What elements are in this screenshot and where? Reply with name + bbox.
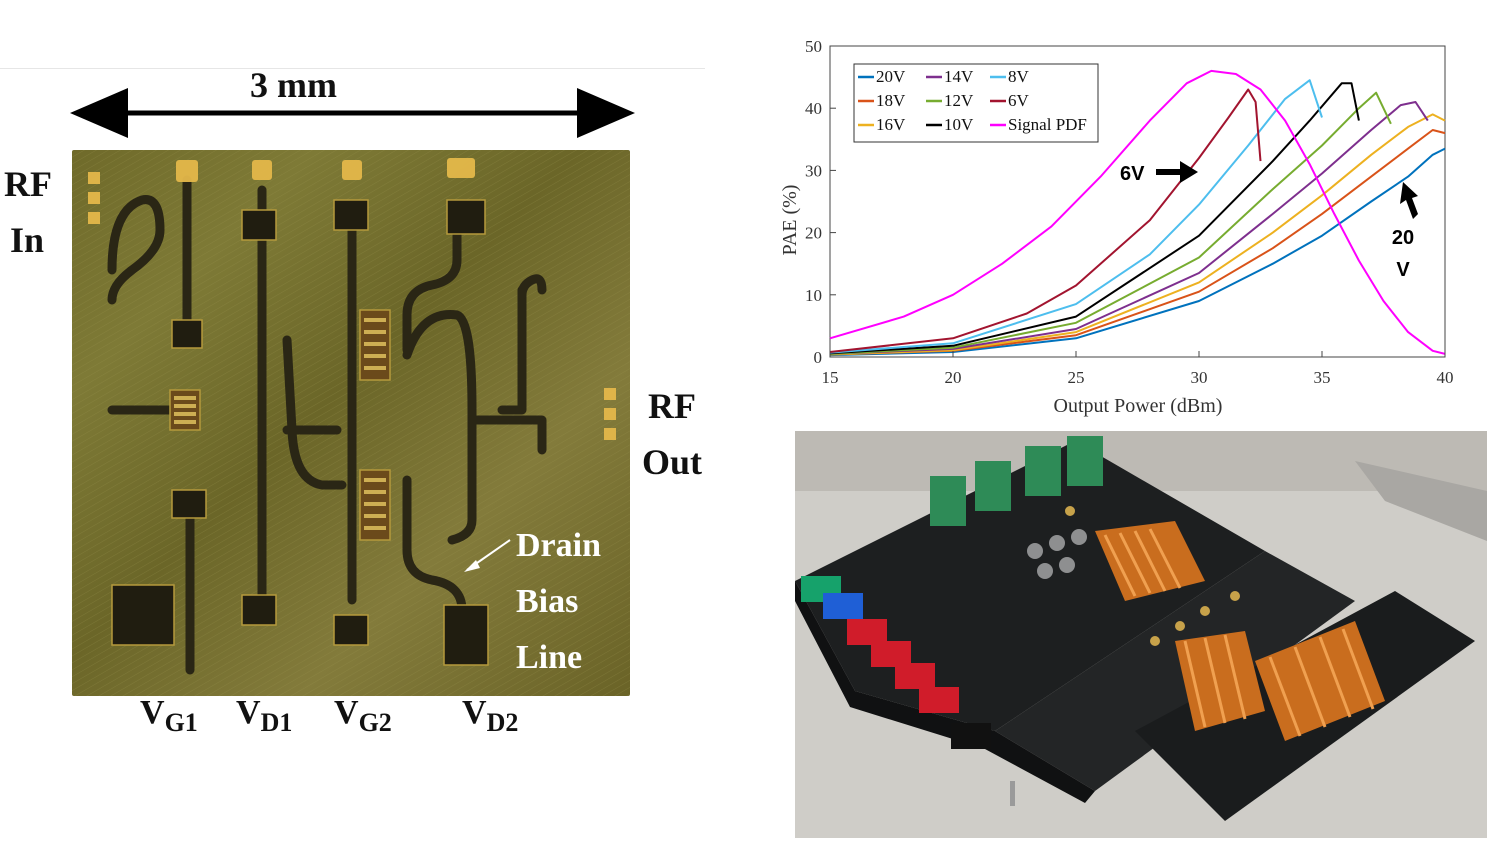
series-line-8v xyxy=(829,79,1323,354)
series-line-6v xyxy=(829,88,1262,353)
chart-series xyxy=(829,69,1446,357)
legend-label: 6V xyxy=(1008,91,1030,110)
series-line-16v xyxy=(829,113,1446,356)
x-tick-label: 20 xyxy=(945,368,962,387)
legend-label: 16V xyxy=(876,115,906,134)
y-tick-label: 0 xyxy=(814,348,823,367)
legend-label: Signal PDF xyxy=(1008,115,1087,134)
pin-label-vd1: VD1 xyxy=(236,694,293,737)
legend-label: 18V xyxy=(876,91,906,110)
x-axis-label: Output Power (dBm) xyxy=(1054,395,1223,417)
legend-label: 8V xyxy=(1008,67,1030,86)
legend-label: 14V xyxy=(944,67,974,86)
chart-axes xyxy=(829,45,1446,358)
pcb-photo xyxy=(795,431,1487,838)
annotation-6v: 6V xyxy=(1120,163,1145,185)
legend-label: 12V xyxy=(944,91,974,110)
x-tick-label: 35 xyxy=(1314,368,1331,387)
width-label: 3 mm xyxy=(250,65,337,105)
series-line-12v xyxy=(829,91,1392,355)
y-tick-label: 50 xyxy=(805,37,822,56)
die-micrograph-panel: 3 mm RF In RF Out xyxy=(0,0,720,846)
y-axis-label: PAE (%) xyxy=(779,185,801,256)
x-tick-label: 30 xyxy=(1191,368,1208,387)
series-line-signal-pdf xyxy=(829,69,1446,355)
x-tick-label: 40 xyxy=(1437,368,1454,387)
chart-annotations: 6V 20V xyxy=(1120,161,1418,281)
y-tick-label: 10 xyxy=(805,286,822,305)
drain-bias-line-label: Drain Bias Line xyxy=(516,527,601,676)
width-dimension-arrow xyxy=(70,88,635,138)
chart-legend: 20V 14V 8V 18V 12V 6V 16V 10V Signal PDF xyxy=(853,63,1099,143)
y-tick-label: 20 xyxy=(805,224,822,243)
annotation-20v: 20 xyxy=(1392,227,1414,249)
pin-label-vg2: VG2 xyxy=(334,694,392,737)
mmic-die-photo xyxy=(72,150,630,696)
annotation-20v-arrow xyxy=(1400,182,1418,219)
series-line-14v xyxy=(829,101,1429,355)
plot-frame xyxy=(829,45,1446,358)
annotation-20v-unit: V xyxy=(1396,259,1410,281)
series-line-20v xyxy=(829,147,1446,357)
y-tick-label: 30 xyxy=(805,161,822,180)
rf-in-label: RF In xyxy=(4,164,52,260)
x-tick-label: 25 xyxy=(1068,368,1085,387)
pin-label-vd2: VD2 xyxy=(462,694,519,737)
series-line-18v xyxy=(829,129,1446,356)
y-tick-label: 40 xyxy=(805,99,822,118)
pin-label-vg1: VG1 xyxy=(140,694,198,737)
chart-ticks: 15 20 25 30 35 40 0 10 20 30 40 50 xyxy=(805,37,1454,387)
legend-label: 10V xyxy=(944,115,974,134)
series-line-10v xyxy=(829,82,1360,355)
x-tick-label: 15 xyxy=(822,368,839,387)
annotation-6v-arrow xyxy=(1156,161,1198,183)
rf-out-label: RF Out xyxy=(642,386,703,482)
top-rule xyxy=(0,68,705,69)
legend-label: 20V xyxy=(876,67,906,86)
